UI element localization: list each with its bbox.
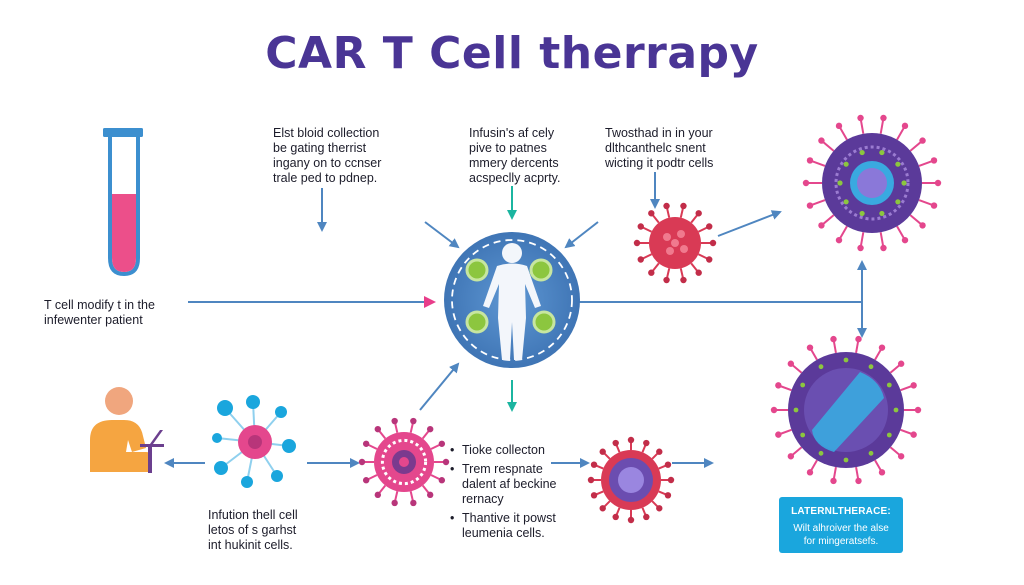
- callout-line: for mingeratsefs.: [803, 536, 879, 547]
- bullet-text: Trem respnate: [462, 462, 543, 476]
- bullet-text: dalent af beckine: [462, 477, 557, 491]
- callout-line: Wilt alhroiver the alse: [793, 523, 889, 534]
- page-title: CAR T Cell therrapy: [265, 28, 759, 79]
- arrow-sw-in: [419, 362, 460, 411]
- note-infusion-cells: Infution thell cell letos of s garhst in…: [208, 508, 298, 553]
- human-body-icon: [444, 232, 580, 368]
- note-bullets: • Tioke collecton • Trem respnate dalent…: [450, 443, 557, 541]
- note-line: pive to patnes: [469, 141, 547, 155]
- bullet-marker: •: [450, 462, 455, 476]
- note-line: Infution thell cell: [208, 508, 298, 522]
- bullet-text: leumenia cells.: [462, 526, 545, 540]
- note-line: Infusin's af cely: [469, 126, 555, 140]
- note-line: T cell modify t in the: [44, 298, 155, 312]
- note-line: be gating therrist: [273, 141, 367, 155]
- virus-icon: [587, 436, 675, 524]
- note-line: Twosthad in in your: [605, 126, 713, 140]
- bullet-item: • Tioke collecton: [450, 443, 557, 458]
- bullet-text: rernacy: [462, 492, 504, 506]
- arrow-nw-in: [424, 221, 460, 249]
- car-t-cell-icon: [212, 395, 296, 488]
- note-line: infewenter patient: [44, 313, 143, 327]
- pink-arrowhead: [424, 296, 436, 308]
- bullet-text: Tioke collecton: [462, 443, 545, 457]
- note-t-cell-modify: T cell modify t in the infewenter patien…: [44, 298, 155, 328]
- bullet-text: Thantive it powst: [462, 511, 556, 525]
- note-line: Elst bloid collection: [273, 126, 380, 140]
- note-infusion: Infusin's af cely pive to patnes mmery d…: [469, 126, 560, 186]
- lateral-callout-box: LATERNLTHERACE: Wilt alhroiver the alse …: [779, 497, 903, 553]
- note-line: letos of s garhst: [208, 523, 297, 537]
- note-line: trale ped to pdnep.: [273, 171, 378, 185]
- virus-icon: [633, 202, 717, 284]
- note-line: ingany on to ccnser: [273, 156, 382, 170]
- note-line: wicting it podtr cells: [605, 156, 714, 170]
- bullet-item: • Thantive it powst: [450, 511, 557, 526]
- callout-heading: LATERNLTHERACE:: [791, 506, 891, 517]
- note-twosthad: Twosthad in in your dlthcanthelc snent w…: [605, 126, 713, 171]
- virus-icon: [802, 114, 942, 252]
- bullet-marker: •: [450, 443, 455, 457]
- bullet-item: • Trem respnate: [450, 462, 557, 477]
- note-line: acspeclly acprty.: [469, 171, 561, 185]
- bullet-marker: •: [450, 511, 455, 525]
- virus-icon: [770, 335, 922, 485]
- note-blood-collection: Elst bloid collection be gating therrist…: [273, 126, 381, 186]
- test-tube-icon: [103, 128, 143, 277]
- note-line: int hukinit cells.: [208, 538, 293, 552]
- note-line: dlthcanthelc snent: [605, 141, 706, 155]
- note-line: mmery dercents: [469, 156, 559, 170]
- patient-laptop-icon: [90, 387, 164, 473]
- flow-arrows: [164, 172, 867, 468]
- arrow-to-top-virus: [717, 210, 782, 237]
- arrow-ne-in: [564, 221, 599, 249]
- virus-icon: [358, 417, 450, 507]
